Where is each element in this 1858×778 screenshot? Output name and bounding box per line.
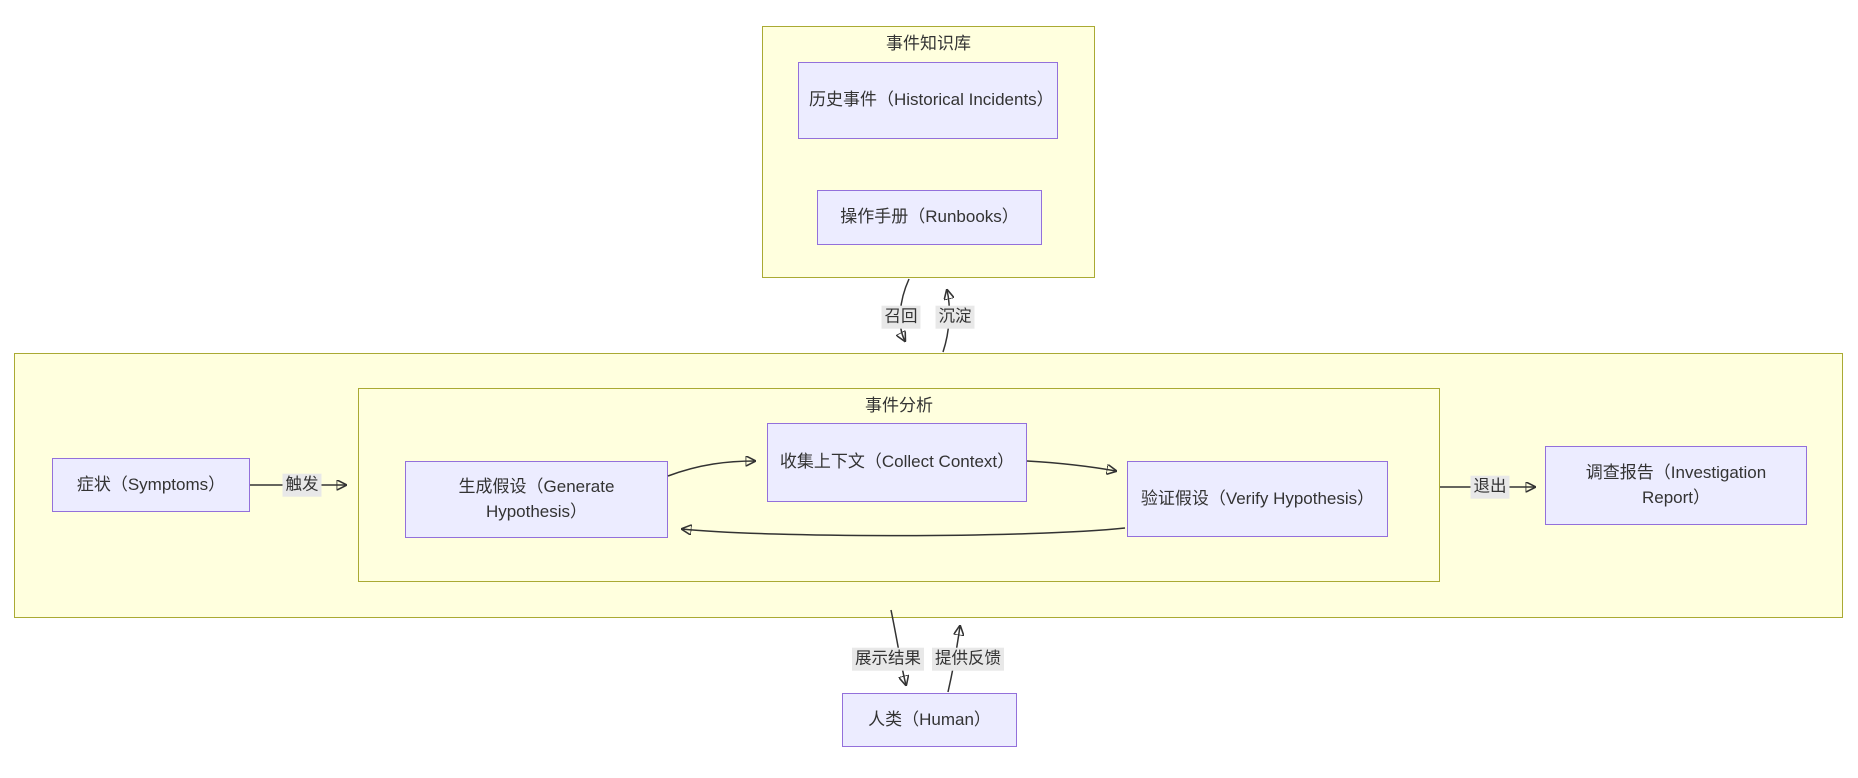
node-human: 人类（Human） (842, 693, 1017, 747)
node-verify-hypothesis: 验证假设（Verify Hypothesis） (1127, 461, 1388, 537)
node-symptoms: 症状（Symptoms） (52, 458, 250, 512)
edge-label-feedback: 提供反馈 (932, 647, 1004, 671)
edge-label-deposit: 沉淀 (935, 305, 975, 329)
node-symptoms-label: 症状（Symptoms） (76, 474, 226, 494)
edge-label-exit: 退出 (1470, 475, 1510, 499)
edge-label-recall: 召回 (881, 305, 921, 329)
node-generate-hypothesis-label: 生成假设（Generate Hypothesis） (458, 476, 615, 521)
node-investigation-report: 调查报告（Investigation Report） (1545, 446, 1807, 525)
incident-analysis-title: 事件分析 (865, 396, 933, 415)
edge-label-show-results: 展示结果 (852, 647, 924, 671)
node-runbooks: 操作手册（Runbooks） (817, 190, 1042, 245)
node-generate-hypothesis: 生成假设（Generate Hypothesis） (405, 461, 668, 538)
node-historical-incidents: 历史事件（Historical Incidents） (798, 62, 1058, 139)
node-collect-context-label: 收集上下文（Collect Context） (779, 452, 1015, 472)
edge-label-trigger: 触发 (282, 473, 322, 497)
node-historical-incidents-label: 历史事件（Historical Incidents） (809, 90, 1054, 110)
node-collect-context: 收集上下文（Collect Context） (767, 423, 1027, 502)
node-runbooks-label: 操作手册（Runbooks） (840, 207, 1019, 227)
node-human-label: 人类（Human） (868, 709, 991, 729)
knowledge-base-title: 事件知识库 (886, 34, 971, 53)
node-investigation-report-label: 调查报告（Investigation Report） (1585, 462, 1767, 507)
node-verify-hypothesis-label: 验证假设（Verify Hypothesis） (1140, 488, 1375, 508)
